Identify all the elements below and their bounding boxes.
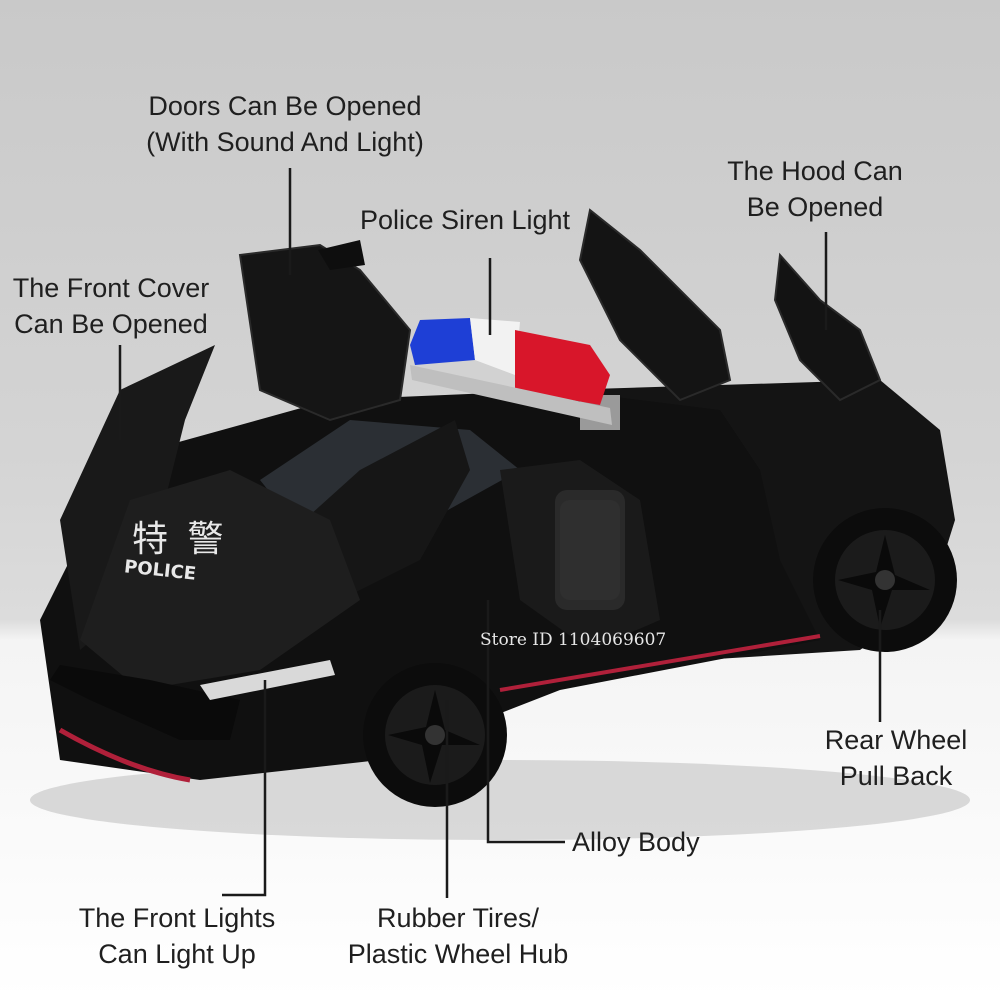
callout-front-lights: The Front Lights Can Light Up: [58, 900, 296, 972]
callout-hood-line2: Be Opened: [746, 192, 884, 222]
seat: [555, 490, 625, 610]
callout-doors-line2: (With Sound And Light): [146, 127, 424, 157]
leader-front-lights: [222, 680, 267, 897]
right-door: [578, 208, 732, 402]
rear-wheel: [813, 508, 957, 652]
engine-hood: [773, 252, 882, 402]
left-door: [238, 243, 412, 422]
callout-tires-line1: Rubber Tires/: [376, 903, 540, 933]
front-wheel: [363, 663, 507, 807]
callout-doors-line1: Doors Can Be Opened: [148, 91, 422, 121]
front-cover-left-flap: [60, 345, 215, 650]
callout-siren: Police Siren Light: [340, 202, 590, 238]
side-stripe: [499, 634, 821, 692]
callout-front-cover: The Front Cover Can Be Opened: [0, 270, 222, 342]
callout-rear-wheel-line1: Rear Wheel: [824, 725, 968, 755]
front-grille: [50, 665, 240, 740]
side-mirror: [318, 240, 365, 270]
callout-tires-line2: Plastic Wheel Hub: [347, 939, 569, 969]
callout-doors: Doors Can Be Opened (With Sound And Ligh…: [110, 88, 460, 160]
callout-front-lights-line1: The Front Lights: [78, 903, 276, 933]
police-siren-light: [410, 318, 620, 430]
callout-alloy-line1: Alloy Body: [572, 827, 700, 857]
callout-front-lights-line2: Can Light Up: [98, 939, 256, 969]
callout-siren-line1: Police Siren Light: [359, 205, 571, 235]
leader-alloy: [486, 600, 565, 844]
callout-alloy: Alloy Body: [572, 824, 722, 860]
leader-lines: [118, 168, 882, 898]
callout-rear-wheel-line2: Pull Back: [839, 761, 953, 791]
front-stripe: [58, 727, 191, 783]
callout-hood-line1: The Hood Can: [727, 156, 903, 186]
callout-hood: The Hood Can Be Opened: [708, 153, 922, 225]
car-marking-chinese: 特 警: [132, 519, 228, 560]
callout-tires: Rubber Tires/ Plastic Wheel Hub: [330, 900, 586, 972]
callout-front-cover-line1: The Front Cover: [12, 273, 210, 303]
front-cover-center: [80, 470, 360, 690]
callout-front-cover-line2: Can Be Opened: [14, 309, 208, 339]
store-watermark: Store ID 1104069607: [480, 630, 667, 650]
front-headlight: [200, 660, 335, 700]
callout-rear-wheel: Rear Wheel Pull Back: [800, 722, 992, 794]
